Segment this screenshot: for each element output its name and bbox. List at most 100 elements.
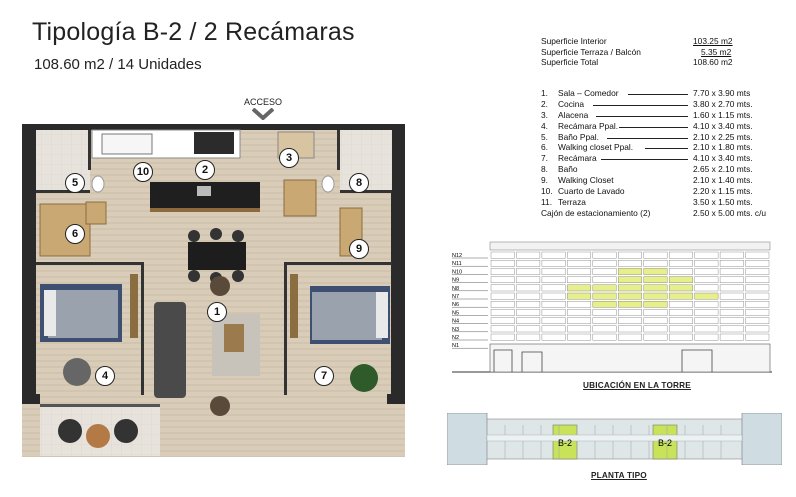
tower-unit [618, 309, 642, 316]
marker-6: 6 [65, 224, 85, 244]
room-dims: 3.80 x 2.70 mts. [693, 98, 753, 109]
tower-unit-highlight [668, 292, 693, 300]
room-name: Terraza [558, 196, 586, 207]
tower-unit [592, 276, 617, 283]
tower-unit [668, 268, 693, 275]
tower-unit [643, 260, 668, 267]
room-name: Baño [558, 164, 578, 175]
tower-level-label: N9 [452, 278, 459, 284]
tower-unit-highlight [618, 284, 642, 292]
area-row: Superficie Terraza / Balcón 5.35 m2 [541, 47, 786, 58]
typical-floor-plate: B-2 B-2 [447, 413, 782, 465]
tower-unit [719, 301, 744, 308]
tower-unit [490, 292, 515, 300]
tower-unit [592, 268, 617, 275]
tower-unit [490, 301, 515, 308]
room-row: 4.Recámara Ppal.4.10 x 3.40 mts. [541, 121, 791, 132]
tower-unit [643, 333, 668, 341]
tower-unit [745, 284, 770, 292]
tower-unit [694, 333, 719, 341]
area-value: 5.35 m2 [701, 46, 732, 57]
room-name: Recámara Ppal. [558, 120, 619, 131]
area-label: Superficie Total [541, 57, 599, 68]
page-title: Tipología B-2 / 2 Recámaras [32, 18, 355, 46]
tower-unit [745, 325, 770, 333]
floor-plan: 1 2 3 4 5 6 7 8 9 10 [22, 124, 405, 457]
tower-unit [668, 301, 693, 308]
tower-level-label: N10 [452, 269, 462, 275]
tower-unit [516, 260, 541, 267]
tower-unit-highlight [618, 276, 642, 283]
room-number: 8. [541, 164, 548, 175]
tower-unit [668, 260, 693, 267]
tower-unit-highlight [592, 284, 617, 292]
tower-unit [567, 333, 592, 341]
area-row: Superficie Interior 103.25 m2 [541, 36, 786, 47]
area-label: Superficie Interior [541, 36, 607, 46]
tower-unit [541, 309, 566, 316]
tower-unit [567, 325, 592, 333]
parking-label: Cajón de estacionamiento (2) [541, 207, 651, 218]
tower-unit-highlight [567, 284, 592, 292]
room-number: 7. [541, 153, 548, 164]
room-number: 2. [541, 98, 548, 109]
marker-3: 3 [279, 148, 299, 168]
entrance-label: ACCESO [244, 97, 283, 107]
tower-unit [745, 301, 770, 308]
tower-unit [745, 309, 770, 316]
tower-unit [668, 317, 693, 324]
area-row: Superficie Total 108.60 m2 [541, 57, 786, 68]
parking-row: Cajón de estacionamiento (2) 2.50 x 5.00 … [541, 208, 791, 219]
tower-unit [490, 268, 515, 275]
room-dims: 2.10 x 1.80 mts. [693, 142, 753, 153]
room-number: 1. [541, 88, 548, 98]
tower-unit [541, 284, 566, 292]
leader-line [596, 115, 688, 117]
tower-unit [719, 325, 744, 333]
tower-unit [745, 292, 770, 300]
tower-unit [490, 251, 515, 259]
marker-2: 2 [195, 160, 215, 180]
tower-level-label: N3 [452, 327, 459, 333]
tower-unit [490, 260, 515, 267]
room-name: Baño Ppal. [558, 131, 599, 142]
tower-unit [567, 317, 592, 324]
marker-10: 10 [133, 162, 153, 182]
tower-unit [516, 284, 541, 292]
marker-8: 8 [349, 173, 369, 193]
tower-level-label: N12 [452, 253, 462, 259]
tower-unit [516, 292, 541, 300]
tower-unit [490, 325, 515, 333]
tower-unit [719, 276, 744, 283]
tower-unit [745, 251, 770, 259]
room-dims: 1.60 x 1.15 mts. [693, 109, 753, 120]
tower-unit [567, 301, 592, 308]
tower-unit [516, 325, 541, 333]
tower-level-label: N6 [452, 302, 459, 308]
tower-unit [490, 284, 515, 292]
tower-unit [516, 309, 541, 316]
tower-unit [567, 251, 592, 259]
tower-unit-highlight [643, 284, 668, 292]
tower-unit [668, 325, 693, 333]
tower-unit [694, 276, 719, 283]
tower-unit [719, 268, 744, 275]
tower-unit-highlight [643, 301, 668, 308]
tower-unit [592, 325, 617, 333]
tower-level-label: N4 [452, 319, 459, 325]
room-dims: 7.70 x 3.90 mts [693, 88, 751, 98]
tower-unit [516, 268, 541, 275]
tower-unit [719, 317, 744, 324]
tower-level-label: N11 [452, 261, 462, 267]
tower-unit [668, 333, 693, 341]
parking-dims: 2.50 x 5.00 mts. c/u [693, 207, 767, 218]
tower-unit [490, 309, 515, 316]
area-label: Superficie Terraza / Balcón [541, 46, 641, 57]
marker-1: 1 [207, 302, 227, 322]
